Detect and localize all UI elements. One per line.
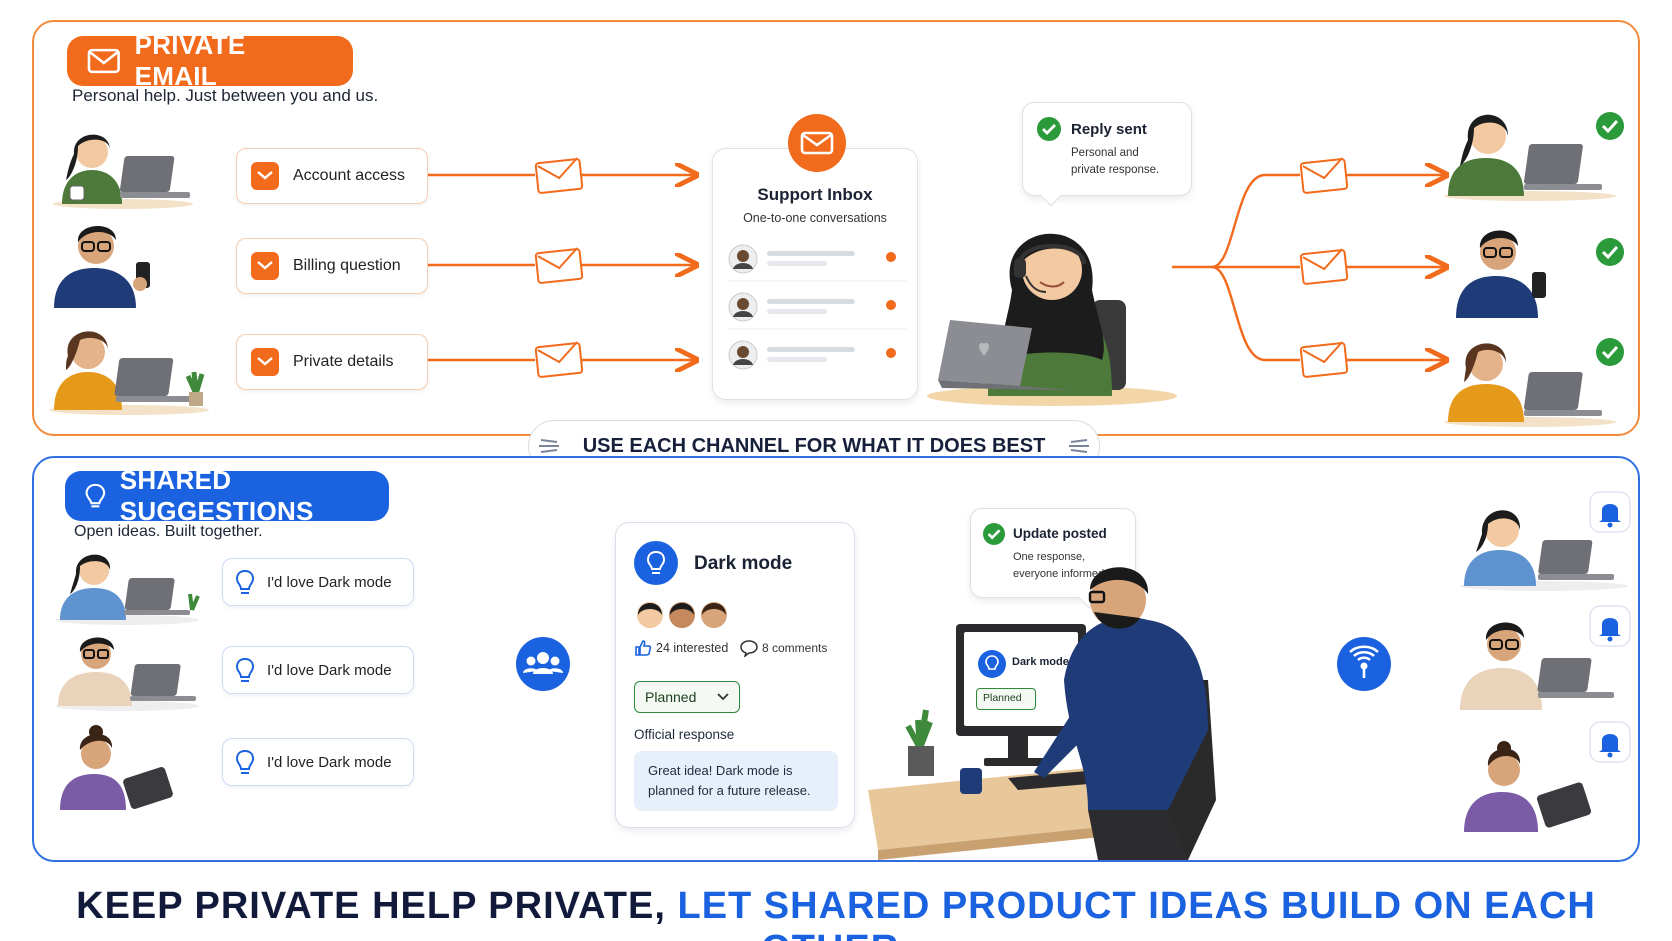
envelope-icon (251, 348, 279, 376)
shared-suggestions-subtitle: Open ideas. Built together. (74, 523, 263, 540)
idea-label: I'd love Dark mode (267, 661, 392, 679)
idea-label: I'd love Dark mode (267, 753, 392, 771)
private-email-subtitle: Personal help. Just between you and us. (72, 86, 379, 105)
avatar (699, 600, 729, 630)
bell-icon (1589, 721, 1631, 763)
official-response-line2: planned for a future release. (648, 783, 811, 798)
inbox-row (728, 292, 896, 322)
update-title: Update posted (1013, 526, 1107, 541)
footer-tagline-private: KEEP PRIVATE HELP PRIVATE, (76, 885, 666, 927)
comments-count: 8 comments (762, 641, 828, 655)
right-lines-icon (1069, 439, 1090, 453)
idea-card-3[interactable]: I'd love Dark mode (222, 738, 414, 786)
envelope-icon (788, 114, 846, 172)
lightbulb-icon (85, 483, 106, 508)
customer-woman-curly-satisfied (1444, 338, 1624, 427)
check-icon (1037, 117, 1061, 141)
envelope-icon (534, 247, 584, 284)
monitor-feature-title: Dark mode (1012, 656, 1069, 668)
monitor-status-value: Planned (983, 692, 1022, 704)
status-dropdown[interactable]: Planned (634, 681, 740, 713)
check-icon (983, 523, 1005, 545)
thumbs-up-icon[interactable] (634, 639, 652, 657)
customer-woman-satisfied (1444, 112, 1624, 201)
update-text-line1: One response, (1013, 551, 1086, 563)
envelope-icon (1299, 341, 1349, 378)
request-account-access[interactable]: Account access (236, 148, 428, 204)
left-lines-icon (538, 439, 559, 453)
shared-suggestions-header: SHARED SUGGESTIONS (65, 465, 389, 526)
broadcast-icon (1337, 637, 1391, 691)
customer-woman-idea (55, 554, 200, 625)
envelope-icon (251, 162, 279, 190)
chevron-down-icon (717, 693, 729, 701)
lightbulb-icon (978, 650, 1006, 678)
official-response-label: Official response (634, 727, 735, 742)
feature-card-dark-mode[interactable]: Dark mode 24 interested 8 comments Plann… (615, 522, 855, 828)
check-icon (1596, 238, 1624, 266)
customer-woman-laptop (53, 134, 193, 209)
feature-title: Dark mode (694, 553, 793, 574)
avatar (667, 600, 697, 630)
customer-man-phone (54, 225, 150, 308)
interested-count: 24 interested (656, 641, 729, 655)
support-inbox-card[interactable]: Support Inbox One-to-one conversations (712, 148, 918, 400)
shared-suggestions-title: SHARED SUGGESTIONS (119, 465, 314, 526)
inbox-title: Support Inbox (757, 185, 873, 204)
lightbulb-icon (634, 541, 678, 585)
envelope-icon (1299, 157, 1349, 194)
interested-avatars (635, 600, 729, 630)
envelope-icon (87, 48, 120, 74)
inbox-subtitle: One-to-one conversations (743, 211, 887, 225)
support-agent-illustration (927, 233, 1177, 406)
customer-woman-notified (1460, 491, 1631, 591)
customer-woman-tablet-notified (1464, 721, 1631, 832)
official-response-box: Great idea! Dark mode is planned for a f… (634, 751, 838, 811)
inbox-row (728, 244, 896, 274)
monitor-status-dropdown: Planned (976, 688, 1036, 710)
update-text-line2: everyone informed. (1013, 568, 1108, 580)
request-label: Billing question (293, 257, 401, 274)
lightbulb-icon (235, 749, 255, 774)
footer-tagline-shared: LET SHARED PRODUCT IDEAS BUILD ON EACH O… (677, 885, 1596, 941)
reply-text-line1: Personal and (1071, 147, 1139, 159)
developer-desk-illustration (868, 567, 1216, 860)
idea-card-1[interactable]: I'd love Dark mode (222, 558, 414, 606)
request-label: Account access (293, 167, 406, 184)
divider-label: USE EACH CHANNEL FOR WHAT IT DOES BEST (582, 434, 1046, 457)
customer-man-idea (55, 637, 199, 711)
idea-label: I'd love Dark mode (267, 573, 392, 591)
check-icon (1596, 338, 1624, 366)
comment-icon[interactable] (740, 639, 758, 657)
footer-tagline: KEEP PRIVATE HELP PRIVATE, LET SHARED PR… (0, 885, 1672, 941)
request-label: Private details (293, 353, 394, 370)
customer-man-satisfied (1456, 230, 1624, 318)
envelope-icon (534, 157, 584, 194)
request-private-details[interactable]: Private details (236, 334, 428, 390)
check-icon (1596, 112, 1624, 140)
avatar (635, 600, 665, 630)
lightbulb-icon (235, 657, 255, 682)
bell-icon (1589, 605, 1631, 647)
group-icon (516, 637, 570, 691)
status-value: Planned (645, 689, 697, 705)
reply-text-line2: private response. (1071, 164, 1160, 176)
envelope-icon (1299, 248, 1349, 285)
customer-man-notified (1460, 605, 1631, 710)
customer-woman-laptop-curly (49, 331, 209, 415)
official-response-line1: Great idea! Dark mode is (648, 763, 793, 778)
inbox-message-list (727, 244, 907, 370)
reply-sent-bubble: Reply sent Personal and private response… (1022, 102, 1192, 207)
request-billing-question[interactable]: Billing question (236, 238, 428, 294)
customer-woman-tablet-idea (60, 725, 173, 810)
private-email-title: PRIVATE EMAIL (134, 30, 246, 91)
idea-card-2[interactable]: I'd love Dark mode (222, 646, 414, 694)
lightbulb-icon (235, 569, 255, 594)
inbox-row (728, 340, 896, 370)
bell-icon (1589, 491, 1631, 533)
reply-title: Reply sent (1071, 121, 1147, 138)
private-email-header: PRIVATE EMAIL (67, 30, 353, 91)
envelope-icon (251, 252, 279, 280)
envelope-icon (534, 341, 584, 378)
